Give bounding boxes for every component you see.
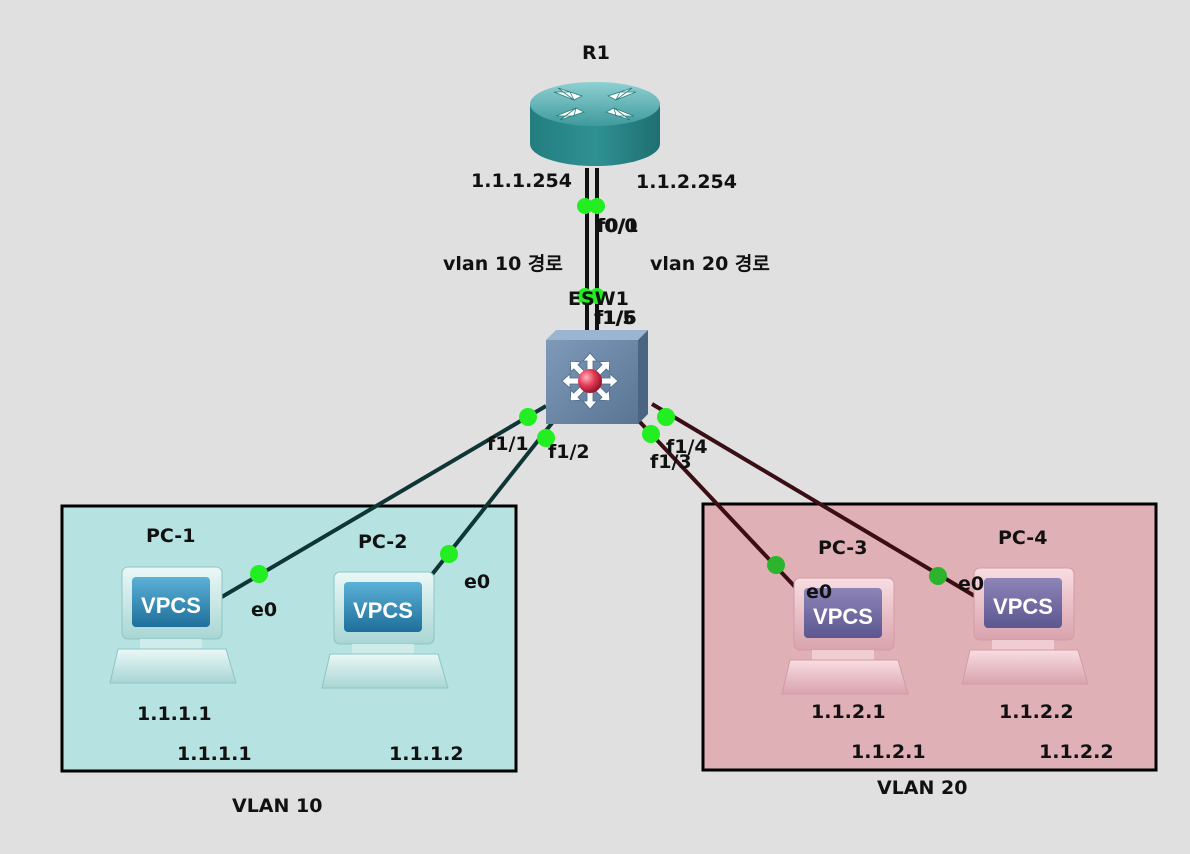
pc3-screen-text: VPCS	[813, 604, 873, 629]
port-label-esw1-f16: f1/6	[595, 307, 637, 329]
port-label-esw1-f12: f1/2	[548, 441, 590, 463]
multilayer-switch-icon[interactable]	[546, 330, 648, 424]
port-label-esw1-f14: f1/4	[666, 436, 708, 458]
pc2-name-label: PC-2	[358, 531, 408, 553]
port-label-pc3-e0: e0	[806, 581, 833, 603]
pc4-ip-label: 1.1.2.2	[999, 701, 1074, 723]
port-dot-esw1-f16	[589, 288, 605, 304]
port-label-pc2-e0: e0	[464, 571, 491, 593]
port-label-pc4-e0: e0	[958, 573, 985, 595]
pc4-icon[interactable]: VPCS	[961, 567, 1089, 685]
r1-ip-left-note: 1.1.1.254	[471, 170, 572, 192]
r1-name-label: R1	[582, 42, 610, 64]
port-dot-r1-f00	[577, 198, 593, 214]
pc4-name-label: PC-4	[998, 527, 1048, 549]
link-esw1-f11-pc1[interactable]	[218, 404, 548, 600]
links	[218, 168, 980, 600]
vlan10-zone-label: VLAN 10	[232, 795, 323, 817]
port-label-esw1-f11: f1/1	[487, 433, 529, 455]
pc2-screen-text: VPCS	[353, 598, 413, 623]
router-icon[interactable]	[530, 82, 660, 166]
esw1-name-label: ESW1	[568, 288, 629, 310]
pc4-addr-note: 1.1.2.2	[1039, 741, 1114, 763]
port-label-esw1-f13: f1/3	[650, 451, 692, 473]
port-dot-esw1-f13	[642, 425, 660, 443]
port-dot-pc2-e0	[440, 545, 458, 563]
pc2-icon[interactable]: VPCS	[321, 571, 449, 689]
port-dot-esw1-f14	[657, 408, 675, 426]
pc2-addr-note: 1.1.1.2	[389, 743, 464, 765]
port-indicators	[250, 198, 947, 585]
port-dot-esw1-f12	[537, 429, 555, 447]
port-label-r1-f01: f0/1	[597, 215, 639, 237]
pc3-name-label: PC-3	[818, 537, 868, 559]
pc1-ip-label: 1.1.1.1	[137, 703, 212, 725]
vlan20-zone-label: VLAN 20	[877, 777, 968, 799]
port-label-esw1-f15: f1/5	[594, 307, 636, 329]
port-dot-esw1-f11	[519, 408, 537, 426]
port-label-pc1-e0: e0	[251, 599, 278, 621]
pc3-ip-label: 1.1.2.1	[811, 701, 886, 723]
pc1-addr-note: 1.1.1.1	[177, 743, 252, 765]
port-label-r1-f00: f0/0	[596, 215, 638, 237]
pc1-screen-text: VPCS	[141, 593, 201, 618]
vlan20-zone	[701, 502, 1158, 772]
port-dot-esw1-f15	[577, 288, 593, 304]
port-dot-pc4-e0	[929, 567, 947, 585]
pc3-icon[interactable]: VPCS	[781, 577, 909, 695]
port-dot-pc3-e0	[767, 556, 785, 574]
link-esw1-f14-pc4[interactable]	[650, 402, 980, 600]
pc4-screen-text: VPCS	[993, 594, 1053, 619]
pc3-addr-note: 1.1.2.1	[851, 741, 926, 763]
pc1-icon[interactable]: VPCS	[109, 566, 237, 684]
vlan10-route-note: vlan 10 경로	[443, 253, 563, 275]
pc1-name-label: PC-1	[146, 525, 196, 547]
port-dot-r1-f01	[589, 198, 605, 214]
port-dot-pc1-e0	[250, 565, 268, 583]
vlan20-route-note: vlan 20 경로	[650, 253, 770, 275]
r1-ip-right-note: 1.1.2.254	[636, 171, 737, 193]
